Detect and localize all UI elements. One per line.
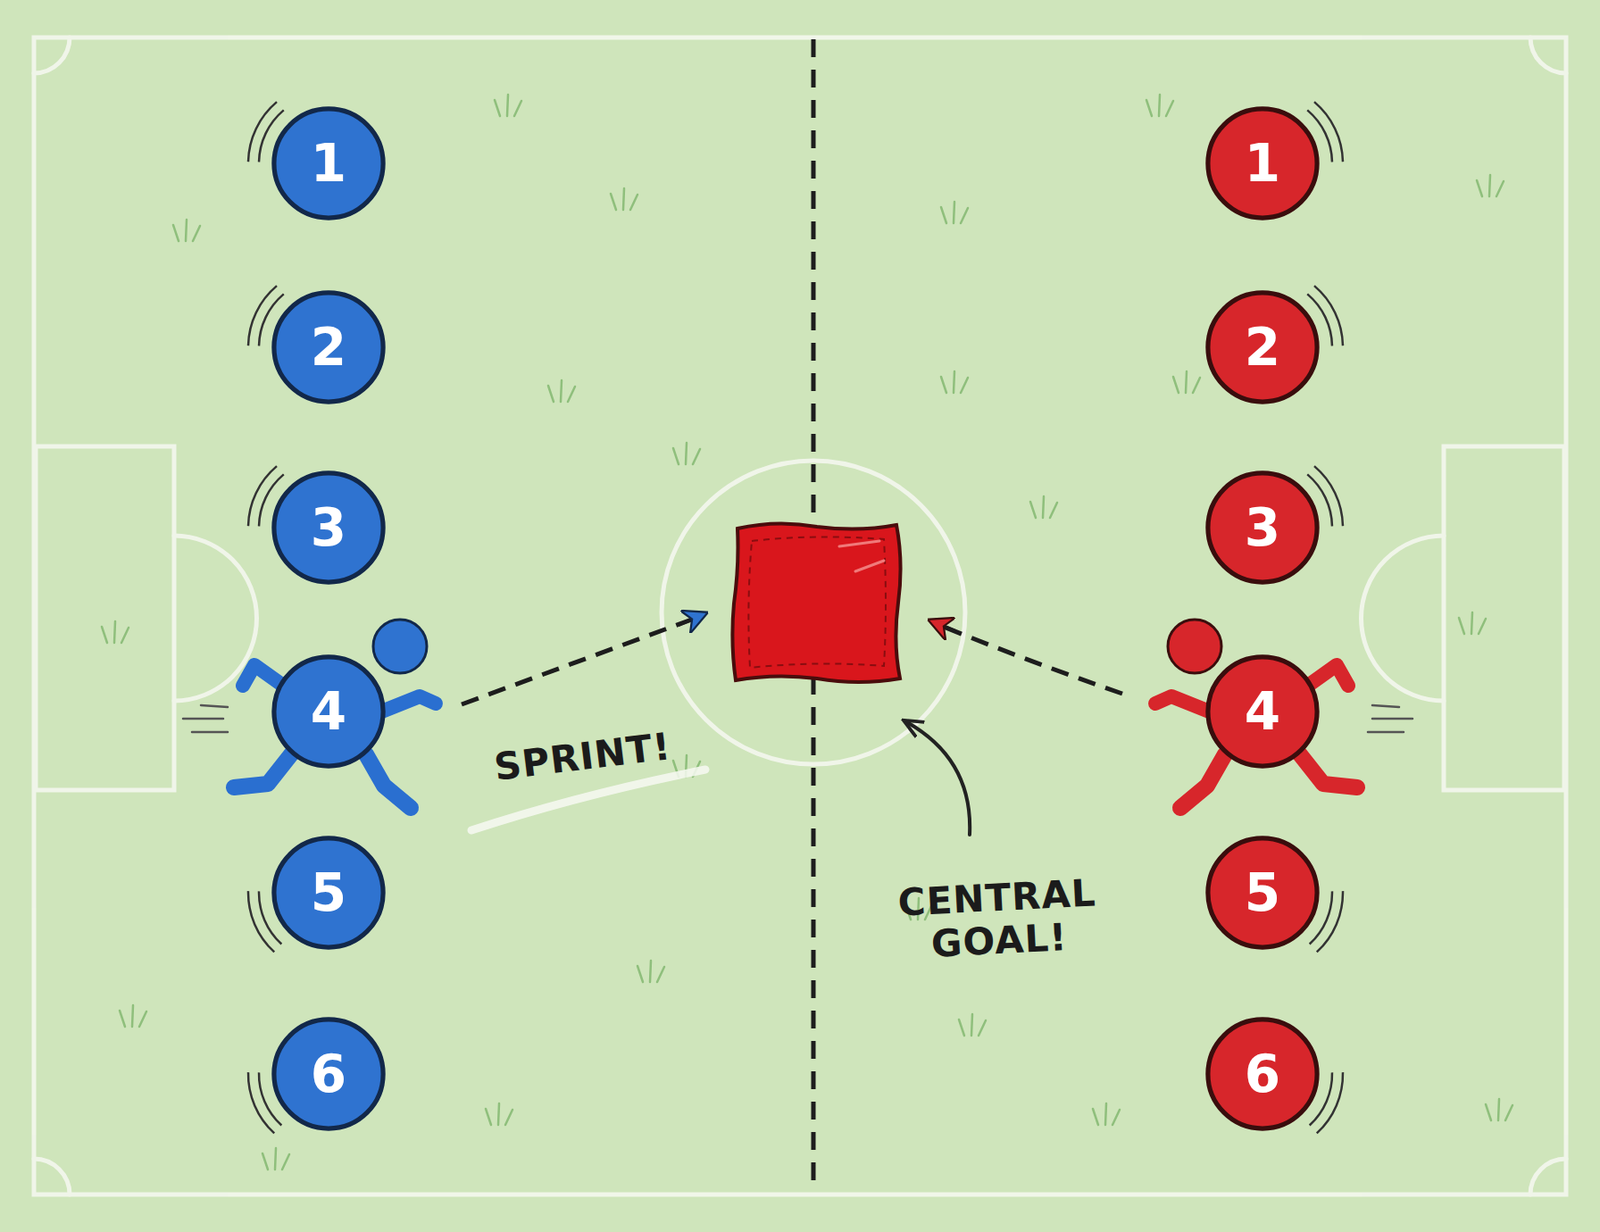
player-circle: 3 <box>270 469 387 586</box>
player-circle: 1 <box>270 105 387 222</box>
beanbag <box>732 523 900 683</box>
sprint-arrow <box>939 625 1123 694</box>
player-circle: 1 <box>1204 105 1321 222</box>
sprint-arrowhead <box>678 614 704 625</box>
player-number: 3 <box>1244 501 1281 554</box>
player-circle: 6 <box>1204 1016 1321 1133</box>
player-number: 4 <box>1244 685 1281 738</box>
player-circle: 5 <box>270 834 387 951</box>
player-number: 6 <box>310 1048 347 1100</box>
player-circle: 6 <box>270 1016 387 1133</box>
action-label: SPRINT! <box>491 725 673 790</box>
player-circle: 4 <box>1204 653 1321 770</box>
player-circle: 2 <box>270 289 387 406</box>
blue-runner <box>183 619 436 809</box>
player-circle: 3 <box>1204 469 1321 586</box>
player-circle: 5 <box>1204 834 1321 951</box>
player-number: 5 <box>310 866 347 919</box>
grass-tufts <box>101 94 1513 1170</box>
pitch-lines <box>33 37 1567 1195</box>
motion-marks <box>248 101 1343 1134</box>
player-circle: 4 <box>270 653 387 770</box>
player-number: 6 <box>1244 1048 1281 1100</box>
player-number: 2 <box>1244 321 1281 374</box>
sprint-arrowhead <box>932 621 956 632</box>
sprint-arrow <box>461 617 697 705</box>
player-number: 1 <box>1244 137 1281 190</box>
player-number: 5 <box>1244 866 1281 919</box>
player-number: 4 <box>310 685 347 738</box>
callout-arrow <box>905 721 970 835</box>
callout-label: CENTRAL GOAL! <box>897 871 1100 968</box>
player-number: 1 <box>310 137 347 190</box>
player-number: 2 <box>310 321 347 374</box>
player-number: 3 <box>310 501 347 554</box>
player-circle: 2 <box>1204 289 1321 406</box>
red-runner <box>1155 619 1413 809</box>
